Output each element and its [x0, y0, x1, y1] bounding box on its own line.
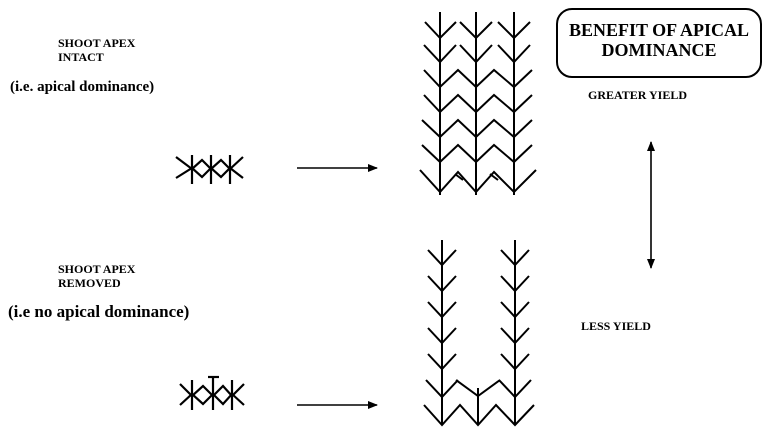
plant-apex-intact-icon [419, 12, 537, 195]
shoot-apex-intact-heading: SHOOT APEX INTACT [58, 36, 136, 64]
greater-yield-label: GREATER YIELD [588, 88, 688, 102]
apical-dominance-subtitle: (i.e. apical dominance) [10, 79, 155, 95]
seedling-intact-icon [175, 155, 244, 184]
less-yield-label: LESS YIELD [581, 319, 651, 333]
plant-apex-removed-icon [423, 240, 535, 427]
no-apical-dominance-subtitle: (i.e no apical dominance) [8, 302, 190, 321]
benefit-box: BENEFIT OF APICAL DOMINANCE [556, 8, 762, 78]
seedling-removed-icon [179, 375, 245, 410]
shoot-apex-removed-heading: SHOOT APEX REMOVED [58, 262, 136, 290]
benefit-title: BENEFIT OF APICAL DOMINANCE [568, 20, 750, 60]
